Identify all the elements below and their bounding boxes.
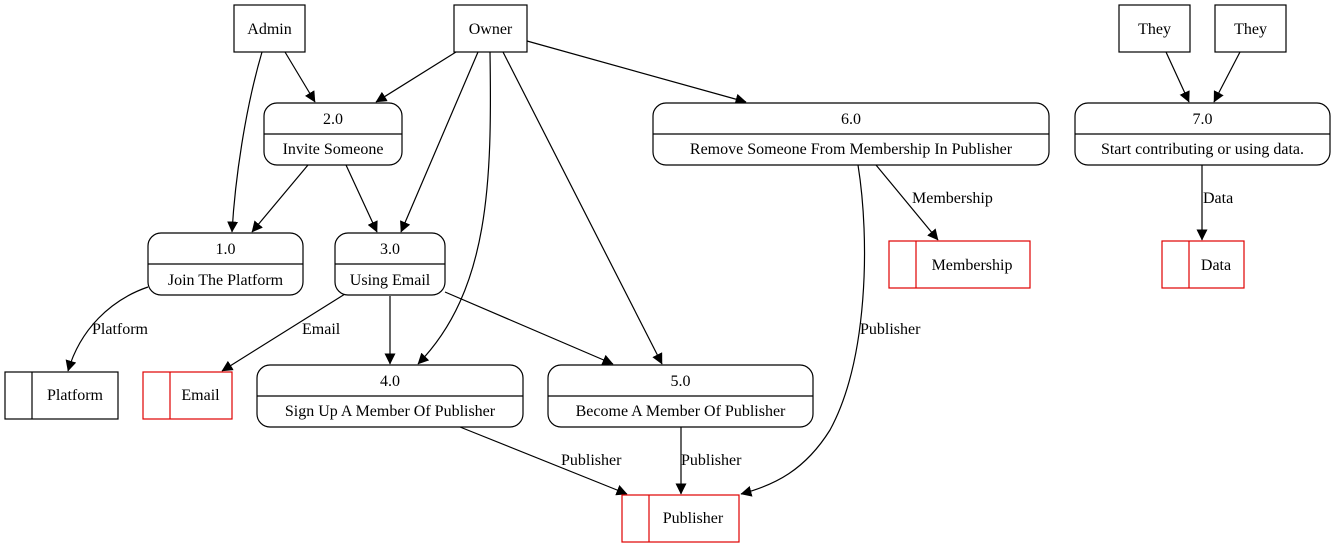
edge-owner-to-5 <box>502 51 663 365</box>
edge-3-to-email <box>221 293 346 372</box>
process-4: 4.0 Sign Up A Member Of Publisher <box>256 364 524 428</box>
edge-label-platform: Platform <box>92 321 149 338</box>
process-3: 3.0 Using Email <box>334 232 446 296</box>
entity-owner-label: Owner <box>469 21 513 38</box>
process-5-label: Become A Member Of Publisher <box>576 403 786 420</box>
edge-owner-to-6 <box>526 40 747 105</box>
edge-label-publisher-from-6: Publisher <box>860 321 921 338</box>
edge-owner-to-4 <box>417 51 492 365</box>
process-2-id: 2.0 <box>323 111 343 128</box>
entity-owner: Owner <box>453 4 528 53</box>
process-5: 5.0 Become A Member Of Publisher <box>547 364 814 428</box>
entity-admin-label: Admin <box>247 21 291 38</box>
store-email: Email <box>142 371 233 420</box>
edge-label-publisher-from-4: Publisher <box>561 452 622 469</box>
process-7-id: 7.0 <box>1193 111 1213 128</box>
edge-label-publisher-from-5: Publisher <box>681 452 742 469</box>
process-7: 7.0 Start contributing or using data. <box>1074 102 1331 166</box>
process-4-id: 4.0 <box>380 373 400 390</box>
store-membership-label: Membership <box>932 257 1013 274</box>
edge-labels: Platform Email Publisher Publisher Publi… <box>92 190 1233 469</box>
edge-admin-to-1 <box>227 51 263 233</box>
edge-1-to-platform <box>65 286 149 372</box>
store-membership: Membership <box>888 240 1031 289</box>
edge-3-to-5 <box>444 291 614 365</box>
process-3-id: 3.0 <box>380 241 400 258</box>
entity-admin: Admin <box>233 4 306 53</box>
process-6-id: 6.0 <box>841 111 861 128</box>
process-3-label: Using Email <box>350 272 431 289</box>
store-platform-label: Platform <box>47 387 104 404</box>
entity-they-2: They <box>1214 4 1287 53</box>
edge-label-membership: Membership <box>912 190 993 207</box>
store-data: Data <box>1161 240 1245 289</box>
edge-owner-to-2 <box>375 51 457 103</box>
edge-owner-to-3 <box>400 51 479 233</box>
edge-4-to-publisher <box>459 426 628 496</box>
store-publisher: Publisher <box>621 494 740 543</box>
store-data-label: Data <box>1201 257 1231 274</box>
edge-2-to-3 <box>345 164 378 233</box>
edges <box>65 40 1241 497</box>
edge-2-to-1 <box>251 164 309 233</box>
process-1: 1.0 Join The Platform <box>147 232 304 296</box>
edge-they2-to-7 <box>1213 51 1241 103</box>
store-email-label: Email <box>181 387 220 404</box>
process-6-label: Remove Someone From Membership In Publis… <box>690 141 1013 158</box>
edge-admin-to-2 <box>284 51 316 103</box>
edge-label-email: Email <box>302 321 341 338</box>
entity-they-1: They <box>1118 4 1191 53</box>
process-6: 6.0 Remove Someone From Membership In Pu… <box>652 102 1050 166</box>
edge-label-data: Data <box>1203 190 1233 207</box>
process-2-label: Invite Someone <box>283 141 384 158</box>
process-1-id: 1.0 <box>216 241 236 258</box>
store-platform: Platform <box>4 371 119 420</box>
store-publisher-label: Publisher <box>663 510 724 527</box>
process-2: 2.0 Invite Someone <box>263 102 403 166</box>
edge-6-to-membership <box>875 164 939 241</box>
edge-6-to-publisher <box>740 164 866 497</box>
process-1-label: Join The Platform <box>168 272 284 289</box>
entity-they-1-label: They <box>1138 21 1171 38</box>
edge-they1-to-7 <box>1165 51 1190 103</box>
process-5-id: 5.0 <box>671 373 691 390</box>
process-4-label: Sign Up A Member Of Publisher <box>285 403 496 420</box>
process-7-label: Start contributing or using data. <box>1101 141 1304 158</box>
entity-they-2-label: They <box>1234 21 1267 38</box>
